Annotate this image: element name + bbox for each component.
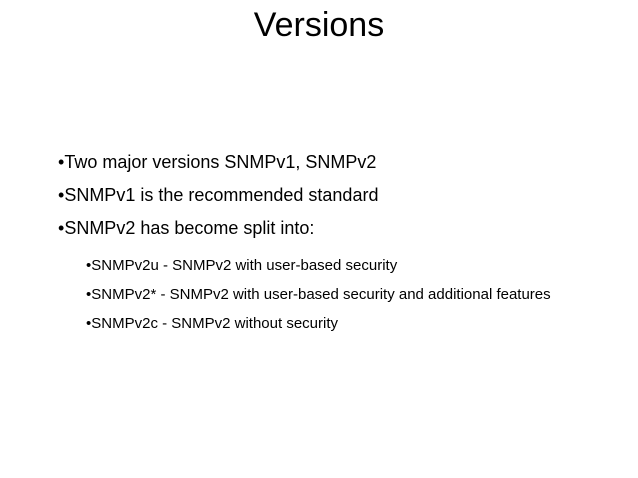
bullet-icon: • — [86, 286, 92, 303]
bullet-item: •SNMPv2 has become split into: — [58, 212, 628, 245]
bullet-item: •Two major versions SNMPv1, SNMPv2 — [58, 146, 628, 179]
bullet-text: SNMPv1 is the recommended standard — [64, 185, 379, 205]
bullet-icon: • — [86, 315, 92, 332]
bullet-text: Two major versions SNMPv1, SNMPv2 — [64, 152, 377, 172]
bullet-text: SNMPv2c - SNMPv2 without security — [91, 315, 338, 332]
sub-bullet-item: •SNMPv2* - SNMPv2 with user-based securi… — [86, 280, 628, 309]
bullet-text: SNMPv2 has become split into: — [64, 218, 315, 238]
slide-body: •Two major versions SNMPv1, SNMPv2 •SNMP… — [58, 146, 628, 338]
slide-title: Versions — [253, 6, 385, 44]
sub-bullet-item: •SNMPv2c - SNMPv2 without security — [86, 309, 628, 338]
bullet-text: SNMPv2u - SNMPv2 with user-based securit… — [91, 257, 398, 274]
bullet-icon: • — [58, 152, 65, 172]
bullet-icon: • — [58, 185, 65, 205]
bullet-icon: • — [86, 257, 92, 274]
bullet-text: SNMPv2* - SNMPv2 with user-based securit… — [91, 286, 551, 303]
bullet-icon: • — [58, 218, 65, 238]
sub-bullet-list: •SNMPv2u - SNMPv2 with user-based securi… — [86, 251, 628, 338]
sub-bullet-item: •SNMPv2u - SNMPv2 with user-based securi… — [86, 251, 628, 280]
bullet-item: •SNMPv1 is the recommended standard — [58, 179, 628, 212]
